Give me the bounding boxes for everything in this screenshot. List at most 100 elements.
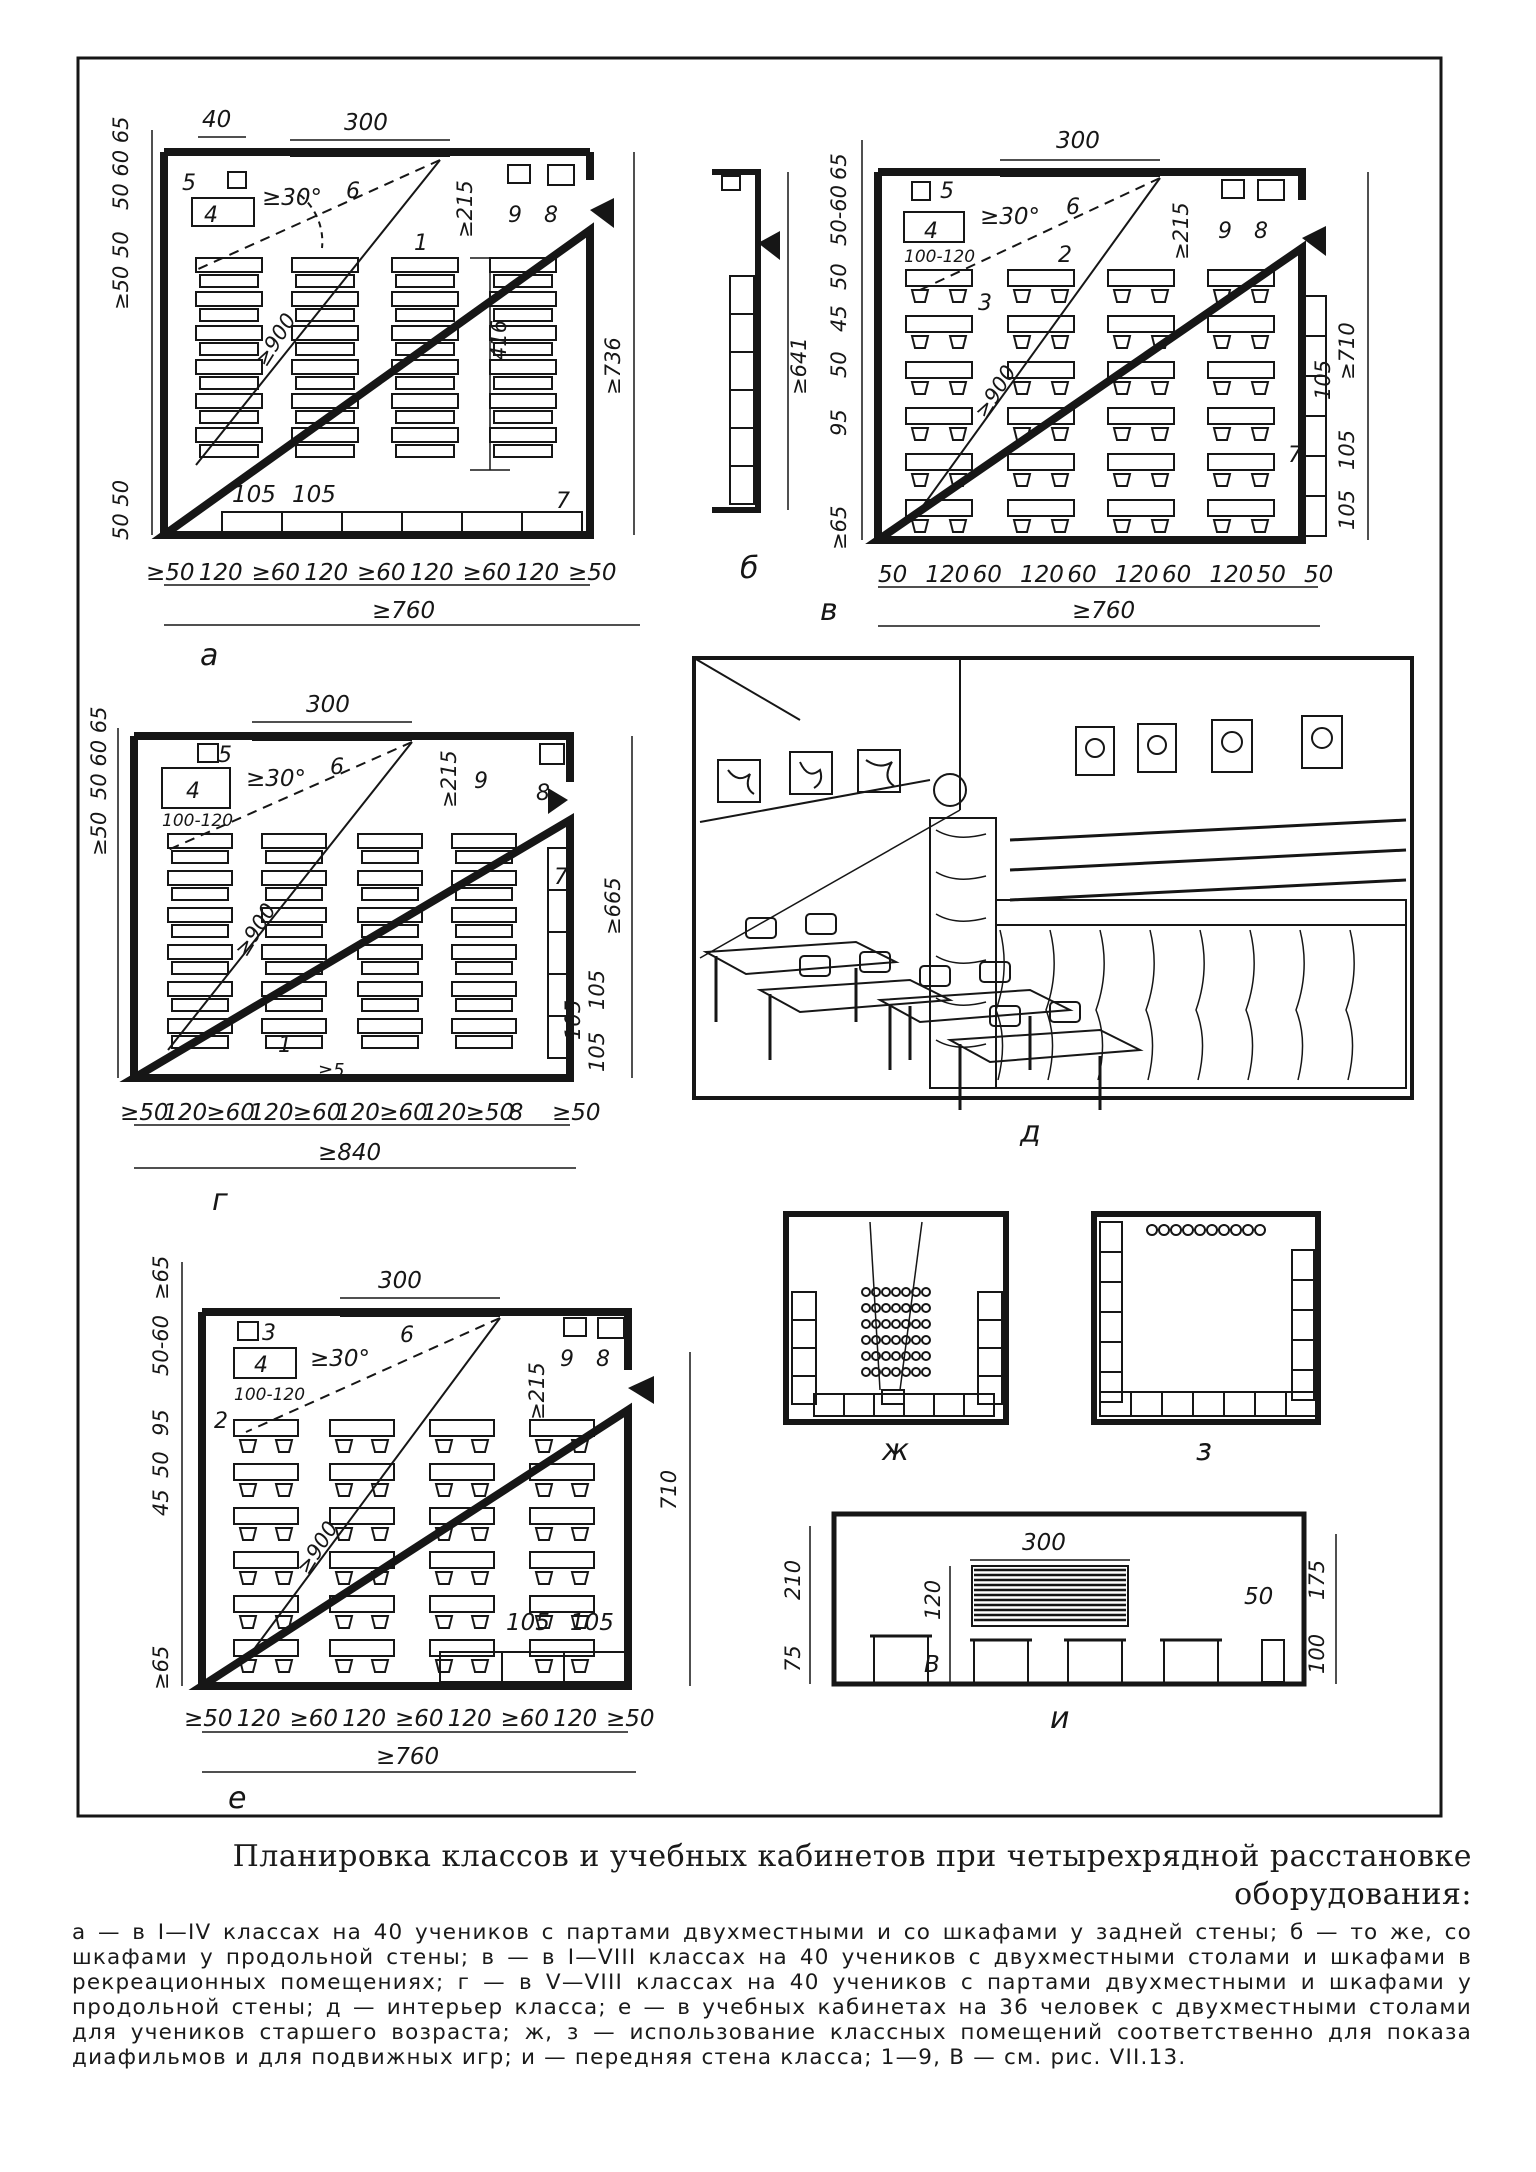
front-wall bbox=[831, 1511, 1307, 1687]
plan-e-teacher-table bbox=[233, 1347, 297, 1379]
chair bbox=[1012, 473, 1032, 487]
chair bbox=[274, 1571, 294, 1585]
wood-grain bbox=[995, 929, 1005, 1081]
seat bbox=[921, 1351, 931, 1361]
chair bbox=[570, 1483, 590, 1497]
plan-g-bottom-dim-2: ≥60 bbox=[206, 1100, 255, 1126]
plan-e-dim-left-2: 50-60 bbox=[149, 1315, 173, 1376]
desk bbox=[357, 907, 423, 923]
cabinet bbox=[729, 389, 755, 429]
cabinet bbox=[1130, 1391, 1163, 1417]
plan-g-total: ≥840 bbox=[318, 1140, 381, 1166]
plan-b-letter: б bbox=[740, 551, 759, 586]
seat bbox=[1158, 1224, 1170, 1236]
plan-g-num-5: 5 bbox=[218, 743, 232, 768]
plan-e-num-3: 3 bbox=[262, 1321, 276, 1346]
desk bbox=[195, 291, 263, 307]
bench bbox=[295, 376, 355, 390]
desk bbox=[391, 393, 459, 409]
desk bbox=[261, 981, 327, 997]
plan-a-bottom-dim-6: ≥60 bbox=[463, 560, 512, 586]
plan-a-total: ≥760 bbox=[372, 598, 435, 624]
plan-v-num-8: 8 bbox=[1254, 219, 1268, 244]
bench bbox=[295, 342, 355, 356]
bench bbox=[361, 961, 419, 975]
cabinet bbox=[1291, 1339, 1315, 1371]
desk bbox=[1107, 361, 1175, 379]
cabinet bbox=[729, 351, 755, 391]
plan-g-num-4: 4 bbox=[186, 779, 200, 804]
plan-e-num-8: 8 bbox=[596, 1347, 610, 1372]
bench bbox=[265, 961, 323, 975]
plan-v-dim-215: ≥215 bbox=[1169, 202, 1193, 260]
desk bbox=[195, 393, 263, 409]
plan-g-num-1: 1 bbox=[278, 1033, 292, 1058]
wall-portraits bbox=[1075, 715, 1343, 776]
plan-g-bottom-dim-5: 120 bbox=[336, 1100, 380, 1126]
front-wall-dim-210: 210 bbox=[781, 1560, 805, 1600]
chair bbox=[1112, 519, 1132, 533]
plan-v-bottom-dim-3: 120 bbox=[1020, 562, 1064, 588]
chair bbox=[534, 1571, 554, 1585]
chair bbox=[534, 1527, 554, 1541]
plan-a-dim-105a: 105 bbox=[232, 482, 276, 508]
chair bbox=[274, 1615, 294, 1629]
seat bbox=[1146, 1224, 1158, 1236]
plan-v-num-4: 4 bbox=[924, 219, 938, 244]
seat bbox=[861, 1335, 871, 1345]
plan-a-door-icon bbox=[590, 198, 614, 228]
plan-v-dim-left-1: 65 bbox=[827, 153, 851, 180]
desk bbox=[429, 1639, 495, 1657]
plan-a-dim-top-2: 300 bbox=[344, 110, 388, 136]
seat bbox=[871, 1287, 881, 1297]
desk bbox=[905, 315, 973, 333]
chair bbox=[1012, 335, 1032, 349]
plan-a-bottom-dim-0: ≥50 bbox=[146, 560, 195, 586]
plan-v-sightline bbox=[919, 177, 1161, 511]
cabinet bbox=[1099, 1371, 1123, 1403]
cabinet bbox=[1291, 1279, 1315, 1311]
plan-a-num-7: 7 bbox=[556, 489, 570, 514]
plan-a-sightline bbox=[195, 159, 441, 466]
plan-v-bottom-dim-2: 60 bbox=[973, 562, 1002, 588]
chair bbox=[570, 1439, 590, 1453]
chair bbox=[274, 1483, 294, 1497]
desk bbox=[489, 427, 557, 443]
chair bbox=[570, 1527, 590, 1541]
bench bbox=[199, 342, 259, 356]
bench bbox=[265, 850, 323, 864]
cabinet bbox=[563, 1651, 627, 1683]
plan-e-door-icon bbox=[628, 1376, 654, 1404]
seat bbox=[861, 1351, 871, 1361]
cabinet bbox=[521, 511, 583, 533]
desk bbox=[451, 833, 517, 849]
desk bbox=[167, 981, 233, 997]
plan-e-sightline bbox=[245, 1317, 501, 1661]
chair bbox=[334, 1659, 354, 1673]
cabinet bbox=[963, 1393, 995, 1417]
bench bbox=[361, 1035, 419, 1049]
cabinet bbox=[729, 465, 755, 505]
plan-v-num-5: 5 bbox=[940, 179, 954, 204]
seat bbox=[891, 1303, 901, 1313]
plan-g-cabinets bbox=[547, 847, 571, 1059]
chair bbox=[470, 1439, 490, 1453]
plan-e-num-9: 9 bbox=[560, 1347, 574, 1372]
cabinet bbox=[1099, 1281, 1123, 1313]
desk bbox=[1107, 407, 1175, 425]
plan-a-teacher-table bbox=[191, 197, 255, 227]
plan-e-num-2: 2 bbox=[214, 1409, 228, 1434]
bench bbox=[455, 961, 513, 975]
desk bbox=[529, 1507, 595, 1525]
chair bbox=[910, 473, 930, 487]
plan-v-letter: в bbox=[820, 593, 838, 628]
plan-zh-walls bbox=[783, 1211, 1009, 1425]
cabinet bbox=[1192, 1391, 1225, 1417]
plan-v-dim-100-120: 100-120 bbox=[904, 247, 975, 267]
desk bbox=[1007, 269, 1075, 287]
chair bbox=[1212, 519, 1232, 533]
chair bbox=[274, 1439, 294, 1453]
wood-grain bbox=[935, 955, 987, 964]
seat bbox=[861, 1367, 871, 1377]
cabinet bbox=[1291, 1309, 1315, 1341]
